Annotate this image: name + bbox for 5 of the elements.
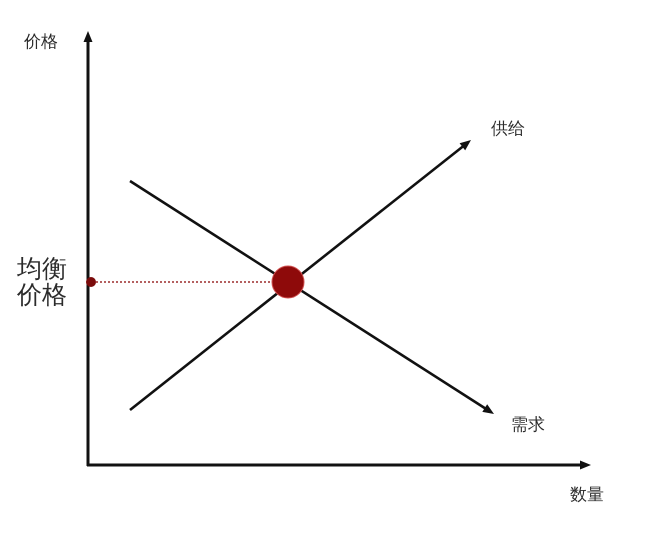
axis-label: 数量 bbox=[570, 487, 604, 505]
curve-label: 供给 bbox=[491, 121, 525, 139]
price-label: 均衡价格 bbox=[17, 256, 68, 308]
curve-label: 需求 bbox=[511, 417, 545, 435]
axis-label: 价格 bbox=[24, 34, 58, 52]
